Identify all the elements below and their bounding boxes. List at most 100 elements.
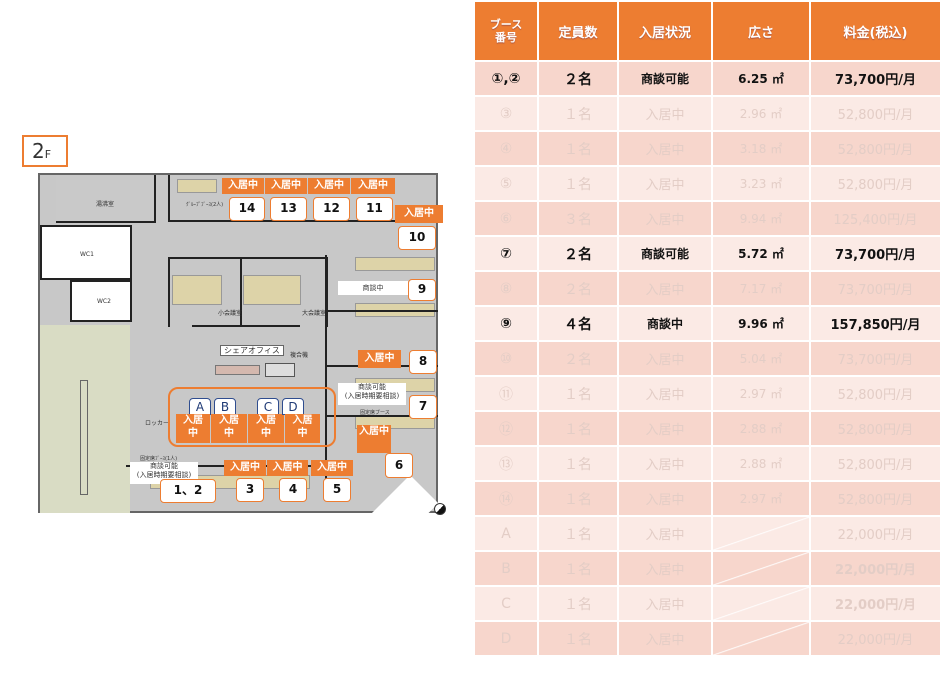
- booth-number: 1、2: [160, 479, 216, 503]
- cell-status: 入居中: [619, 552, 711, 585]
- cell-area: 7.17 ㎡: [713, 272, 809, 305]
- header-area: 広さ: [713, 2, 809, 60]
- cell-booth: D: [475, 622, 537, 655]
- cell-fee: 22,000円/月: [811, 587, 940, 620]
- booth-number: 6: [385, 453, 413, 478]
- cell-booth: ⑭: [475, 482, 537, 515]
- cell-area: 9.94 ㎡: [713, 202, 809, 235]
- cell-fee: 52,800円/月: [811, 132, 940, 165]
- cell-area: [713, 587, 809, 620]
- header-fee: 料金(税込): [811, 2, 940, 60]
- cell-area: 2.97 ㎡: [713, 377, 809, 410]
- compass-icon: [434, 503, 446, 515]
- open-seat-letter: D: [282, 398, 304, 415]
- cell-area: 2.96 ㎡: [713, 97, 809, 130]
- cell-area: 5.04 ㎡: [713, 342, 809, 375]
- booth-number: 3: [236, 478, 264, 502]
- wc1-room: WC1: [40, 225, 132, 280]
- header-capacity: 定員数: [539, 2, 617, 60]
- cell-fee: 52,800円/月: [811, 97, 940, 130]
- floor-label: 2F: [22, 135, 68, 167]
- booth-status: 入居中: [265, 178, 307, 194]
- cell-status: 商談中: [619, 307, 711, 340]
- floor-suffix: F: [44, 148, 52, 161]
- group-booth-label: ｸﾞﾙｰﾌﾟﾌﾞｰｽ(2人): [186, 202, 224, 208]
- cell-capacity: ２名: [539, 342, 617, 375]
- cell-capacity: １名: [539, 132, 617, 165]
- cell-area: [713, 552, 809, 585]
- booth-number: 9: [408, 279, 436, 301]
- booth-status: 入居中: [358, 350, 401, 368]
- cell-capacity: １名: [539, 622, 617, 655]
- cell-booth: ⑥: [475, 202, 537, 235]
- cell-booth: ①,②: [475, 62, 537, 95]
- cell-status: 入居中: [619, 132, 711, 165]
- cell-fee: 52,800円/月: [811, 167, 940, 200]
- booth-number: 13: [270, 197, 307, 221]
- wc1-label: WC1: [80, 251, 94, 258]
- booth-status: 入居中: [311, 460, 353, 476]
- kitchen-label: 湯沸室: [96, 201, 115, 208]
- cell-status: 入居中: [619, 202, 711, 235]
- cell-booth: ⑨: [475, 307, 537, 340]
- cell-booth: ⑪: [475, 377, 537, 410]
- stairwell: [40, 325, 130, 513]
- cell-fee: 52,800円/月: [811, 482, 940, 515]
- cell-status: 入居中: [619, 587, 711, 620]
- cell-area: 2.88 ㎡: [713, 412, 809, 445]
- cell-status: 入居中: [619, 342, 711, 375]
- cell-capacity: ４名: [539, 307, 617, 340]
- cell-capacity: １名: [539, 97, 617, 130]
- cell-fee: 73,700円/月: [811, 237, 940, 270]
- cell-booth: C: [475, 587, 537, 620]
- cell-fee: 157,850円/月: [811, 307, 940, 340]
- booth-status: 入居中: [357, 425, 391, 453]
- cell-booth: ⑩: [475, 342, 537, 375]
- cell-fee: 22,000円/月: [811, 622, 940, 655]
- cell-booth: ⑤: [475, 167, 537, 200]
- cell-booth: B: [475, 552, 537, 585]
- cell-status: 商談可能: [619, 237, 711, 270]
- cell-capacity: １名: [539, 552, 617, 585]
- open-seat-status: 入居 中: [211, 414, 247, 443]
- cell-area: 9.96 ㎡: [713, 307, 809, 340]
- cell-booth: ⑫: [475, 412, 537, 445]
- cell-status: 入居中: [619, 272, 711, 305]
- cell-area: 5.72 ㎡: [713, 237, 809, 270]
- cell-area: 2.97 ㎡: [713, 482, 809, 515]
- open-seat-letter: A: [189, 398, 211, 415]
- cell-capacity: １名: [539, 377, 617, 410]
- booth-number: 5: [323, 478, 351, 502]
- cell-capacity: １名: [539, 447, 617, 480]
- open-seat-status: 入居 中: [176, 414, 210, 443]
- copier-label: 複合機: [290, 352, 309, 359]
- cell-fee: 73,700円/月: [811, 272, 940, 305]
- cell-capacity: １名: [539, 412, 617, 445]
- small-meeting-label: 小会議室: [218, 310, 243, 317]
- open-seat-status: 入居 中: [285, 414, 320, 443]
- cell-area: 2.88 ㎡: [713, 447, 809, 480]
- header-status: 入居状況: [619, 2, 711, 60]
- cell-status: 入居中: [619, 447, 711, 480]
- cell-area: 3.23 ㎡: [713, 167, 809, 200]
- cell-fee: 52,800円/月: [811, 447, 940, 480]
- cell-area: 3.18 ㎡: [713, 132, 809, 165]
- cell-fee: 73,700円/月: [811, 62, 940, 95]
- cell-status: 入居中: [619, 97, 711, 130]
- booth-status: 入居中: [267, 460, 308, 476]
- booth-number: 10: [398, 226, 436, 250]
- cell-status: 入居中: [619, 167, 711, 200]
- fixed-booth-label: 固定席ブース: [360, 410, 390, 416]
- locker-label: ロッカー: [145, 420, 170, 427]
